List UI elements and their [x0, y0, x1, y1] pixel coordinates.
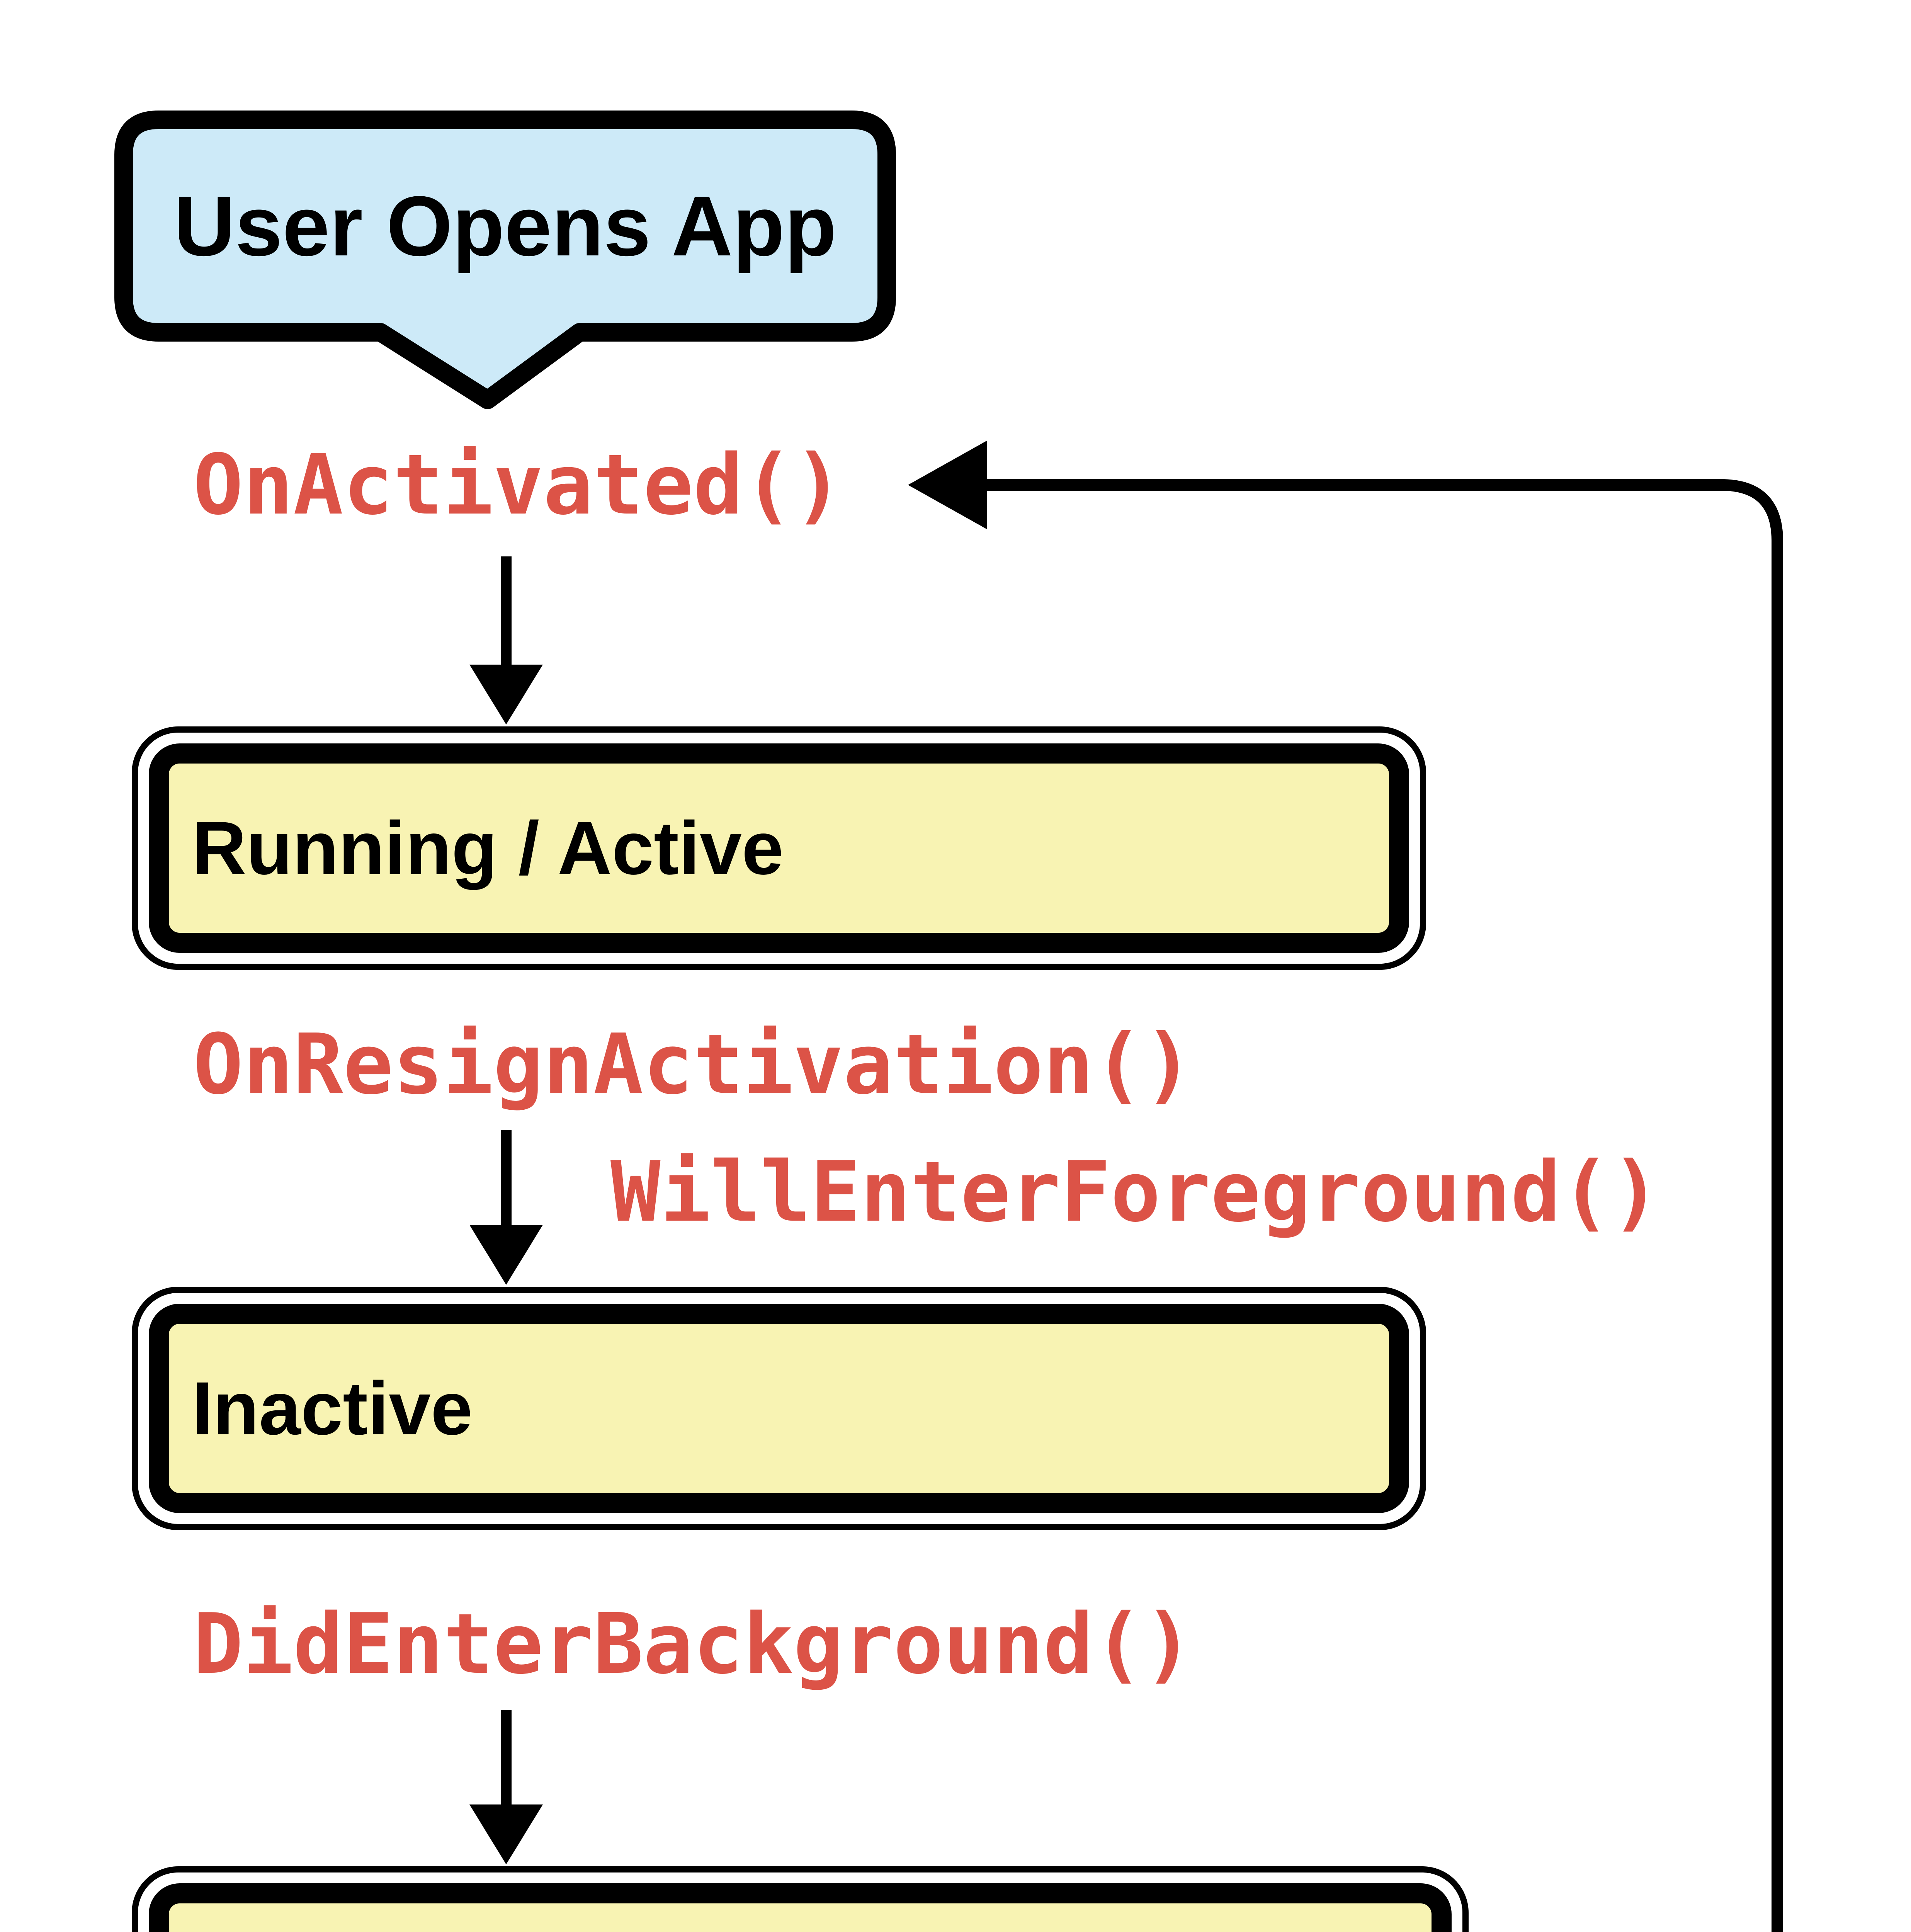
flow-arrow-2-head	[469, 1225, 543, 1285]
state-label-running-active: Running / Active	[192, 806, 784, 890]
event-label-didenterbackground: DidEnterBackground()	[193, 1595, 1194, 1692]
state-label-inactive: Inactive	[192, 1366, 473, 1451]
start-bubble-shape	[114, 111, 896, 409]
state-box-backgrounded-suspended-inner: Backgrounded / Suspended	[149, 1883, 1452, 1932]
flow-arrow-1-head	[469, 665, 543, 724]
state-box-backgrounded-suspended: Backgrounded / Suspended	[132, 1866, 1469, 1932]
flow-arrow-3-head	[469, 1804, 543, 1864]
event-label-onactivated: OnActivated()	[193, 436, 843, 533]
event-label-willenterforeground: WillEnterForeground()	[610, 1143, 1661, 1240]
state-box-running-active-inner: Running / Active	[149, 743, 1409, 953]
loopback-arrowhead	[908, 440, 987, 529]
state-box-running-active: Running / Active	[132, 726, 1426, 970]
state-box-inactive: Inactive	[132, 1287, 1426, 1530]
event-label-onresignactivation: OnResignActivation()	[193, 1016, 1194, 1113]
state-box-inactive-inner: Inactive	[149, 1304, 1409, 1513]
loopback-line	[983, 479, 1783, 1932]
start-bubble-label: User Opens App	[173, 178, 837, 274]
